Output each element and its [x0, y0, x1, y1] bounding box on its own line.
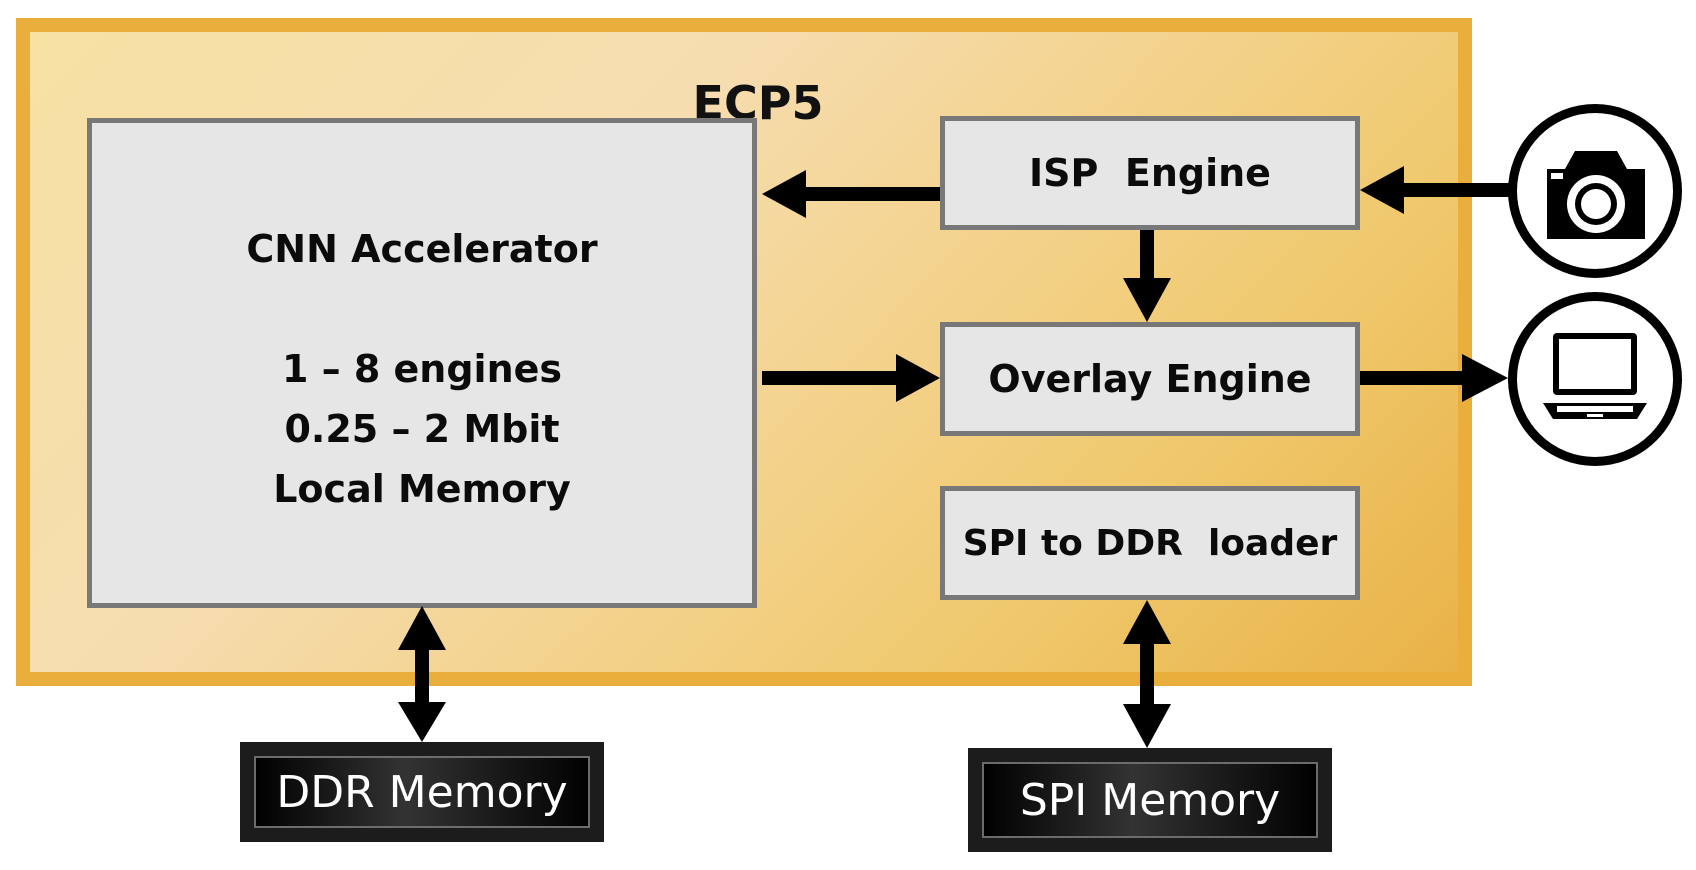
spi-memory-label: SPI Memory	[1019, 774, 1281, 826]
arrow-isp-to-cnn	[762, 170, 940, 218]
arrow-cnn-to-overlay	[762, 354, 940, 402]
arrow-overlay-to-laptop	[1360, 354, 1508, 402]
isp-engine-block: ISP Engine	[940, 116, 1360, 230]
arrow-isp-to-overlay	[1123, 230, 1171, 322]
spi-memory-block: SPI Memory	[968, 748, 1332, 852]
cnn-engines-line: 1 – 8 engines	[281, 347, 563, 391]
cnn-memory-size-line: 0.25 – 2 Mbit	[284, 407, 560, 451]
camera-icon	[1508, 104, 1682, 278]
ddr-memory-label: DDR Memory	[276, 766, 568, 818]
overlay-engine-block: Overlay Engine	[940, 322, 1360, 436]
laptop-icon-glyph	[1543, 333, 1647, 419]
camera-icon-glyph	[1547, 151, 1645, 239]
arrow-cnn-ddr-bidirectional	[398, 606, 446, 742]
arrow-loader-spi-bidirectional	[1123, 600, 1171, 748]
spi-to-ddr-loader-label: SPI to DDR loader	[962, 522, 1338, 564]
laptop-icon	[1508, 292, 1682, 466]
arrow-camera-to-isp	[1360, 166, 1512, 214]
isp-engine-label: ISP Engine	[1029, 151, 1271, 195]
cnn-local-memory-line: Local Memory	[273, 467, 571, 511]
spi-to-ddr-loader-block: SPI to DDR loader	[940, 486, 1360, 600]
cnn-title: CNN Accelerator	[246, 227, 598, 271]
ddr-memory-block: DDR Memory	[240, 742, 604, 842]
cnn-accelerator-block: CNN Accelerator 1 – 8 engines 0.25 – 2 M…	[87, 118, 757, 608]
overlay-engine-label: Overlay Engine	[988, 357, 1312, 401]
